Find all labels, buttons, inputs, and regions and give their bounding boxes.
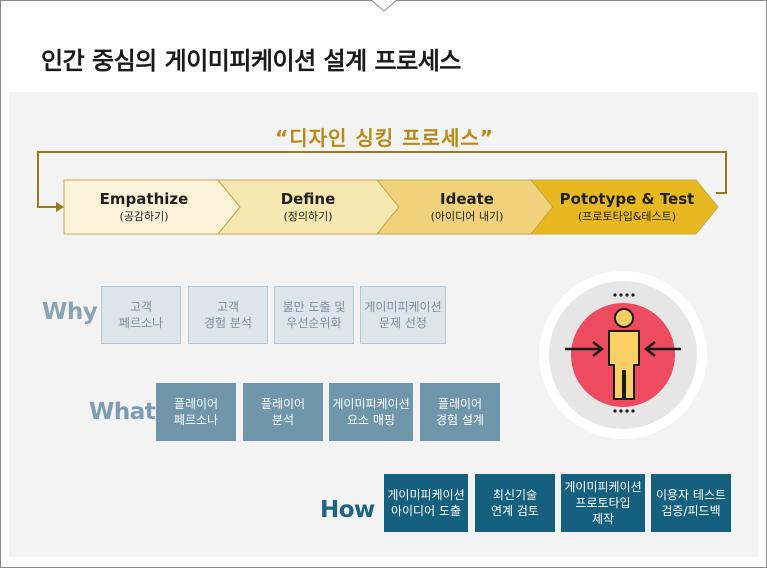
stage-ideate: Ideate (아이디어 내기) <box>393 180 541 234</box>
stage-ideate-title: Ideate <box>440 190 494 208</box>
what-box-player-persona-text: 플레이어 페르소나 <box>173 397 219 427</box>
stage-ideate-subtitle: (아이디어 내기) <box>430 210 504 223</box>
how-box-tech-review: 최신기술 연계 검토 <box>475 474 555 532</box>
why-box-pain-points: 불만 도출 및 우선순위화 <box>274 286 354 344</box>
stage-empathize-subtitle: (공감하기) <box>119 210 169 223</box>
stage-prototype-test: Pototype & Test (프로토타입&테스트) <box>547 180 707 234</box>
how-box-user-test: 이용자 테스트 검증/피드백 <box>651 474 731 532</box>
what-box-player-analysis-text: 플레이어 분석 <box>260 397 306 427</box>
how-box-prototype: 게이미피케이션 프로토타입 제작 <box>561 474 645 532</box>
why-box-customer-experience-text: 고객 경험 분석 <box>204 300 252 330</box>
stage-define-title: Define <box>280 190 336 208</box>
what-box-experience-design-text: 플레이어 경험 설계 <box>436 397 484 427</box>
stage-prototype-test-subtitle: (프로토타입&테스트) <box>577 210 677 223</box>
how-box-idea-generation-text: 게이미피케이션 아이디어 도출 <box>387 488 465 518</box>
why-box-problem-selection: 게이미피케이션 문제 선정 <box>360 286 446 344</box>
why-box-pain-points-text: 불만 도출 및 우선순위화 <box>282 300 346 330</box>
how-box-tech-review-text: 최신기술 연계 검토 <box>491 488 539 518</box>
stage-prototype-test-title: Pototype & Test <box>559 190 695 208</box>
what-box-experience-design: 플레이어 경험 설계 <box>420 383 500 441</box>
what-box-player-analysis: 플레이어 분석 <box>243 383 323 441</box>
how-box-idea-generation: 게이미피케이션 아이디어 도출 <box>384 474 468 532</box>
stage-prototype-shape <box>529 179 719 235</box>
what-box-element-mapping-text: 게이미피케이션 요소 매핑 <box>332 397 410 427</box>
why-box-customer-experience: 고객 경험 분석 <box>188 286 268 344</box>
what-box-element-mapping: 게이미피케이션 요소 매핑 <box>329 383 413 441</box>
process-subtitle: “디자인 싱킹 프로세스” <box>275 126 494 150</box>
why-box-customer-persona: 고객 페르소나 <box>101 286 181 344</box>
loop-arrow-line <box>37 151 727 208</box>
why-box-customer-persona-text: 고객 페르소나 <box>118 300 164 330</box>
stage-define-subtitle: (정의하기) <box>283 210 333 223</box>
how-box-user-test-text: 이용자 테스트 검증/피드백 <box>655 488 727 518</box>
loop-arrowhead-icon <box>56 202 64 212</box>
why-box-problem-selection-text: 게이미피케이션 문제 선정 <box>364 300 442 330</box>
row-label-why: Why <box>42 299 98 325</box>
what-box-player-persona: 플레이어 페르소나 <box>156 383 236 441</box>
page-title: 인간 중심의 게이미피케이션 설계 프로세스 <box>41 47 461 75</box>
row-label-how: How <box>320 497 375 523</box>
stage-define: Define (정의하기) <box>233 180 383 234</box>
how-box-prototype-text: 게이미피케이션 프로토타입 제작 <box>564 480 642 526</box>
top-notch-icon <box>370 0 398 12</box>
human-center-icon <box>539 271 707 439</box>
stage-empathize-title: Empathize <box>99 190 189 208</box>
stage-empathize: Empathize (공감하기) <box>64 180 224 234</box>
row-label-what: What <box>89 399 156 425</box>
